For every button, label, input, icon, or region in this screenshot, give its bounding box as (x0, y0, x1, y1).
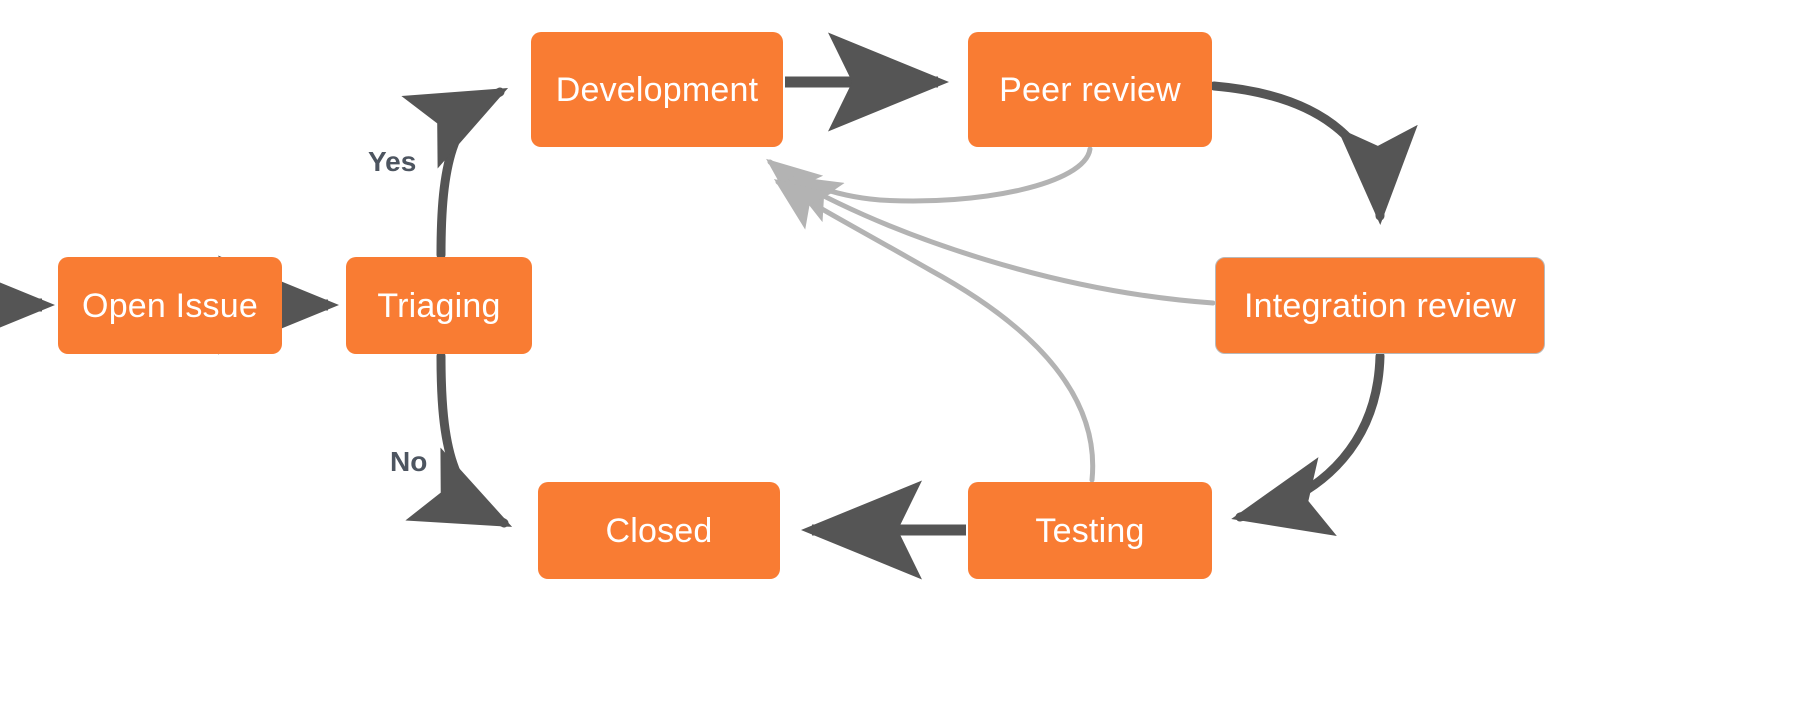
node-open-issue[interactable]: Open Issue (58, 257, 282, 354)
node-testing[interactable]: Testing (968, 482, 1212, 579)
edge-peer-review-to-integration-review (1209, 81, 1418, 225)
edge-testing-to-development (773, 179, 1096, 483)
edge-integration-review-to-development (785, 175, 1216, 306)
node-label: Peer review (999, 70, 1181, 109)
node-label: Testing (1035, 511, 1145, 550)
node-label: Open Issue (82, 286, 258, 325)
edge-label-yes: Yes (368, 146, 417, 177)
node-development[interactable]: Development (531, 32, 783, 147)
node-label: Closed (605, 511, 713, 550)
node-label: Integration review (1244, 286, 1516, 325)
node-closed[interactable]: Closed (538, 482, 780, 579)
edge-triaging-to-closed (405, 351, 513, 528)
node-peer-review[interactable]: Peer review (968, 32, 1212, 147)
edge-integration-review-to-testing (1231, 351, 1385, 536)
node-triaging[interactable]: Triaging (346, 257, 532, 354)
edge-triaging-to-development (401, 87, 509, 260)
node-integration-review[interactable]: Integration review (1215, 257, 1545, 354)
edge-label-no: No (390, 446, 428, 477)
node-label: Development (555, 70, 759, 109)
node-label: Triaging (377, 286, 501, 325)
